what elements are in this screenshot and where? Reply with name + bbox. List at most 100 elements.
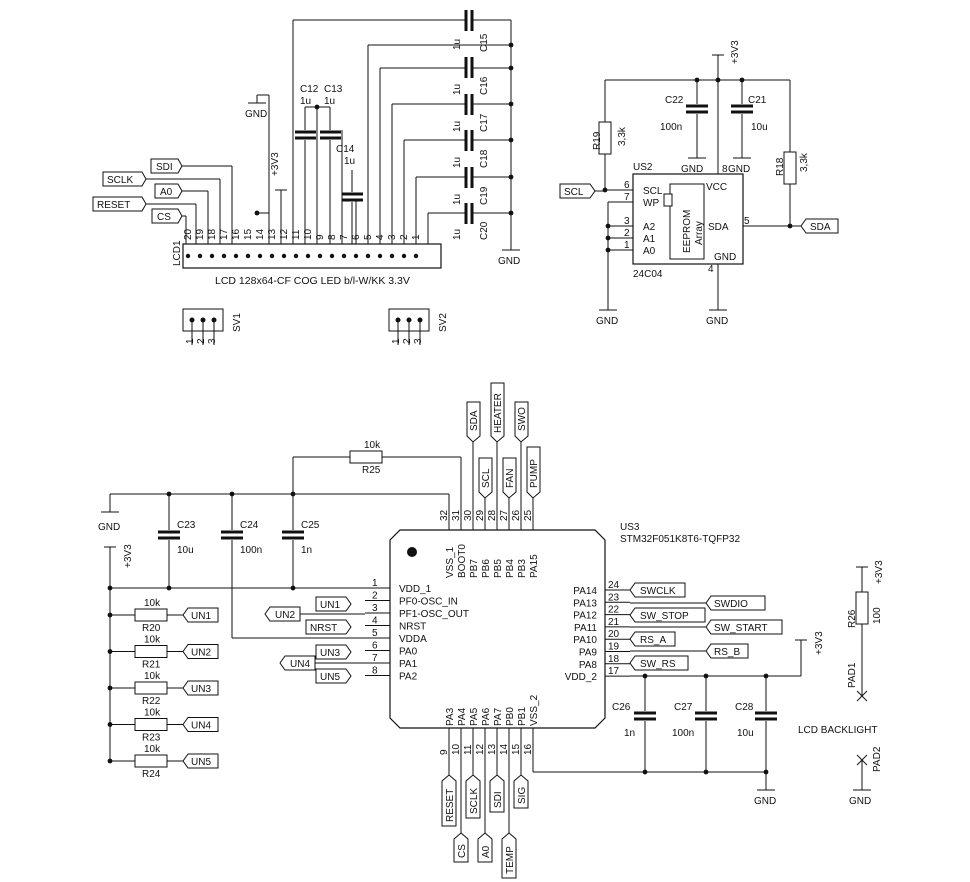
lcd-value: LCD 128x64-CF COG LED b/l-W/KK 3.3V xyxy=(215,275,410,287)
flag-swo: SWO xyxy=(514,401,529,510)
svg-text:CS: CS xyxy=(457,844,468,858)
pullup-net-flag xyxy=(182,644,219,659)
mcu-pin-number: 13 xyxy=(487,743,498,755)
svg-text:GND: GND xyxy=(681,164,703,175)
svg-text:100n: 100n xyxy=(660,122,682,133)
mcu-pin-number: 11 xyxy=(463,744,474,755)
svg-text:3,3k: 3,3k xyxy=(799,152,810,172)
mcu-pin-number: 31 xyxy=(451,509,462,521)
svg-text:SWCLK: SWCLK xyxy=(640,586,676,597)
pullup-value: 10k xyxy=(144,671,161,682)
mcu-pin-number: 24 xyxy=(608,580,620,591)
svg-text:1u: 1u xyxy=(452,229,463,240)
mcu-pin-name: VSS_2 xyxy=(529,694,540,726)
svg-text:3,3k: 3,3k xyxy=(617,126,628,146)
lcd-pin xyxy=(221,253,227,259)
svg-text:A0: A0 xyxy=(160,187,173,198)
mcu-pin-number: 8 xyxy=(372,666,378,677)
mcu-pin-number: 29 xyxy=(475,509,486,521)
svg-text:SCL: SCL xyxy=(564,187,584,198)
lcd-pin-number: 10 xyxy=(303,228,314,240)
svg-text:SW_RS: SW_RS xyxy=(640,659,676,670)
svg-text:CS: CS xyxy=(157,212,171,223)
svg-text:C26: C26 xyxy=(612,702,631,713)
lcd-pin-number: 20 xyxy=(183,228,194,240)
pullup-net-label: UN2 xyxy=(191,648,211,659)
svg-text:2: 2 xyxy=(624,228,630,239)
svg-text:1: 1 xyxy=(391,338,402,344)
svg-text:10k: 10k xyxy=(364,440,381,451)
lcd-pin-number: 19 xyxy=(195,228,206,240)
cap-c20: 1u C20 xyxy=(428,203,511,240)
cap-c18: 1u C18 xyxy=(404,130,511,168)
pullup-net-flag xyxy=(182,753,219,769)
pullup-ref: R21 xyxy=(142,660,161,671)
lcd-pin-number: 11 xyxy=(291,229,302,240)
lcd-pin xyxy=(293,253,299,259)
flag-reset-bottom: RESET xyxy=(441,760,457,827)
cap-c15: 1u C15 xyxy=(293,10,512,52)
pullup-net-flag xyxy=(182,607,219,623)
lcd-pin xyxy=(353,253,359,259)
svg-text:10u: 10u xyxy=(177,545,194,556)
svg-text:UN5: UN5 xyxy=(320,672,340,683)
mcu-pin-number: 21 xyxy=(608,617,620,628)
mcu-pin-name: PA5 xyxy=(469,707,480,726)
mcu-pin-number: 6 xyxy=(372,641,378,652)
mcu-pin-number: 1 xyxy=(372,578,378,589)
svg-text:TEMP: TEMP xyxy=(505,846,516,874)
pullup-ref: R24 xyxy=(142,769,161,780)
mcu-pin-name: PB5 xyxy=(493,559,504,578)
svg-text:SDA: SDA xyxy=(708,222,729,233)
svg-text:100n: 100n xyxy=(672,728,694,739)
lcd-pin xyxy=(305,253,311,259)
svg-text:C22: C22 xyxy=(665,95,684,106)
mcu-pin-number: 18 xyxy=(608,654,620,665)
svg-text:1u: 1u xyxy=(452,84,463,95)
svg-text:100n: 100n xyxy=(240,545,262,556)
lcd-pin xyxy=(197,253,203,259)
svg-text:SCLK: SCLK xyxy=(107,175,133,186)
svg-text:3: 3 xyxy=(624,216,630,227)
svg-text:1u: 1u xyxy=(452,121,463,132)
svg-text:RS_A: RS_A xyxy=(640,635,666,646)
svg-text:R19: R19 xyxy=(592,131,603,150)
svg-text:GND: GND xyxy=(728,164,750,175)
lcd-pin-number: 9 xyxy=(315,234,326,240)
svg-text:8: 8 xyxy=(722,164,728,175)
mcu-pin-name: PA15 xyxy=(529,554,540,578)
mcu-pin-name: PA2 xyxy=(399,672,418,683)
lcd-flag-sclk: SCLK xyxy=(102,171,221,244)
svg-text:GND: GND xyxy=(596,316,618,327)
svg-text:C19: C19 xyxy=(479,186,490,205)
svg-text:R26: R26 xyxy=(847,609,858,628)
pullup-net-label: UN5 xyxy=(191,757,211,768)
svg-text:+3V3: +3V3 xyxy=(123,544,134,568)
lcd-pin xyxy=(257,253,263,259)
mcu-pin-name: PB0 xyxy=(505,707,516,726)
mcu-pin-number: 26 xyxy=(511,509,522,521)
mcu-pin-name: PA13 xyxy=(573,598,597,609)
backlight-section: +3V3 R26 100 PAD1 LCD BACKLIGHT PAD2 GND xyxy=(798,560,885,807)
svg-text:GND: GND xyxy=(754,796,776,807)
mcu-pin-name: VDD_2 xyxy=(565,672,598,683)
svg-text:SWDIO: SWDIO xyxy=(714,599,748,610)
pullup-ref: R20 xyxy=(142,623,161,634)
svg-text:HEATER: HEATER xyxy=(493,393,504,433)
lcd-pin xyxy=(341,253,347,259)
svg-text:SW_START: SW_START xyxy=(714,623,768,634)
lcd-pin xyxy=(389,253,395,259)
pullup-ref: R22 xyxy=(142,696,161,707)
mcu-pin-number: 5 xyxy=(372,628,378,639)
mcu-pin-name: PB4 xyxy=(505,559,516,578)
svg-text:SCLK: SCLK xyxy=(469,788,480,814)
mcu-section: US3 STM32F051K8T6-TQFP32 1VDD_12PF0-OSC_… xyxy=(98,382,825,879)
svg-text:4: 4 xyxy=(708,264,714,275)
pullup-resistor xyxy=(134,754,168,768)
svg-text:UN3: UN3 xyxy=(320,648,340,659)
svg-text:STM32F051K8T6-TQFP32: STM32F051K8T6-TQFP32 xyxy=(620,534,740,545)
mcu-pin-number: 23 xyxy=(608,592,620,603)
svg-text:WP: WP xyxy=(643,198,659,209)
